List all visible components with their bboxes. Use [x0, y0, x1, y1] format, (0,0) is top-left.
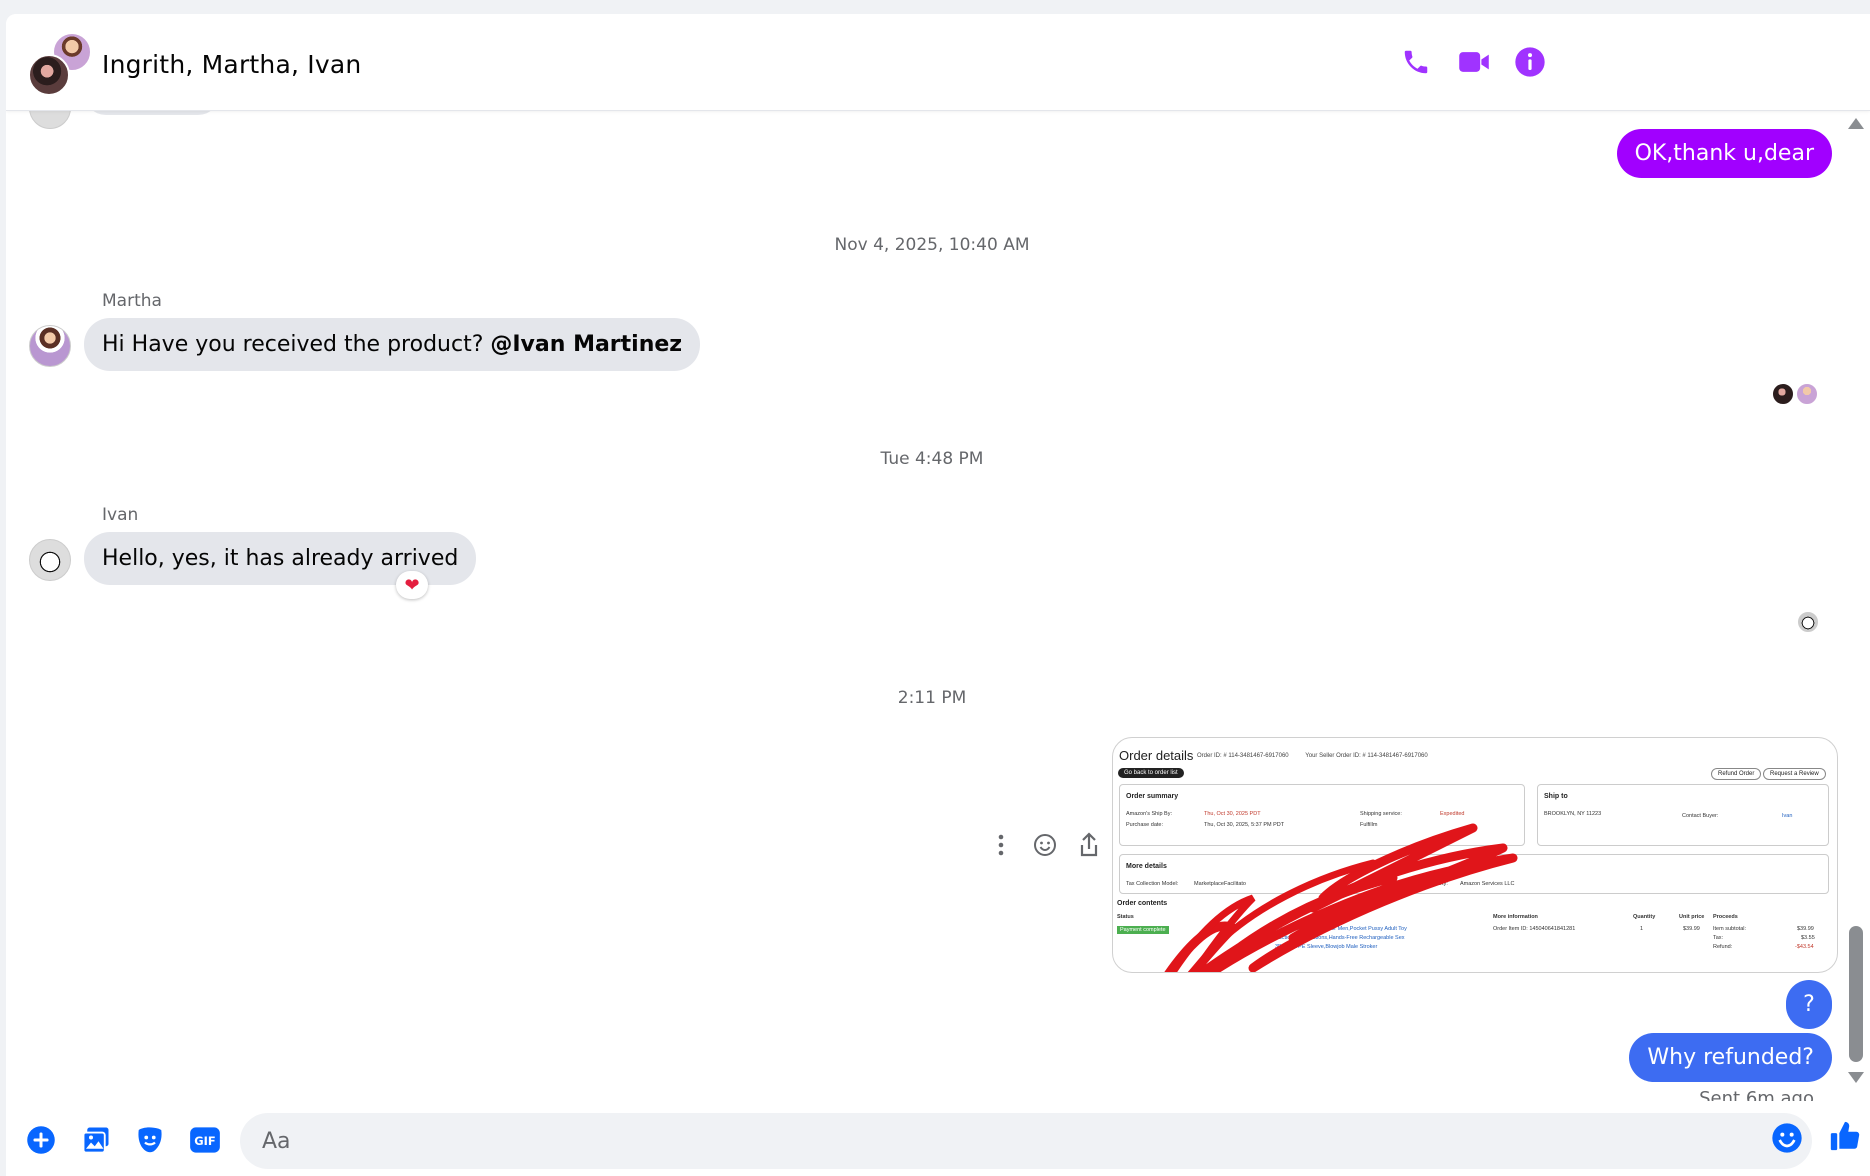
- go-back-button: Go back to order list: [1118, 768, 1184, 778]
- scroll-down-arrow[interactable]: [1848, 1072, 1864, 1083]
- order-details-title: Order details: [1119, 748, 1194, 763]
- sender-name: Ivan: [102, 505, 139, 525]
- svg-text:GIF: GIF: [194, 1134, 215, 1148]
- chat-header: Ingrith, Martha, Ivan: [6, 14, 1870, 111]
- timestamp: 2:11 PM: [897, 688, 967, 708]
- video-camera-icon: [1458, 47, 1490, 81]
- message-bubble-outgoing[interactable]: Why refunded?: [1629, 1033, 1832, 1082]
- sticker-icon: [135, 1125, 165, 1159]
- order-summary-box: Order summary Amazon's Ship By: Thu, Oct…: [1119, 784, 1525, 846]
- emoji-picker-button[interactable]: [1770, 1123, 1804, 1157]
- thumbs-up-icon: [1828, 1119, 1862, 1157]
- message-input[interactable]: [240, 1113, 1812, 1169]
- video-call-button[interactable]: [1454, 44, 1494, 84]
- plus-circle-icon: [26, 1125, 56, 1159]
- conversation-info-button[interactable]: [1510, 44, 1550, 84]
- message-composer: GIF: [6, 1101, 1870, 1176]
- avatar-ingrith: [28, 54, 70, 96]
- avatar-ivan[interactable]: [29, 539, 71, 581]
- timestamp: Nov 4, 2025, 10:40 AM: [834, 235, 1030, 255]
- ship-to-box: Ship to BROOKLYN, NY 11223 Contact Buyer…: [1537, 784, 1829, 846]
- order-contents-heading: Order contents: [1117, 900, 1168, 907]
- gif-icon: GIF: [189, 1126, 221, 1158]
- avatar-martha[interactable]: [29, 325, 71, 367]
- timestamp: Tue 4:48 PM: [880, 449, 984, 469]
- request-review-button: Request a Review: [1763, 768, 1826, 780]
- seen-avatar-ivan: [1797, 611, 1819, 633]
- group-avatar[interactable]: [28, 32, 92, 96]
- refund-order-button: Refund Order: [1711, 768, 1762, 780]
- message-bubble-outgoing[interactable]: OK,thank u,dear: [1616, 129, 1832, 178]
- heart-reaction-icon[interactable]: ❤: [396, 571, 428, 599]
- image-icon: [81, 1125, 111, 1159]
- gif-button[interactable]: GIF: [188, 1125, 222, 1159]
- share-icon[interactable]: [1074, 830, 1104, 860]
- call-button[interactable]: [1396, 44, 1436, 84]
- mention-link[interactable]: @Ivan Martinez: [490, 332, 683, 357]
- red-scribble-annotation: [1164, 823, 1518, 972]
- more-actions-button[interactable]: [24, 1125, 58, 1159]
- chat-title[interactable]: Ingrith, Martha, Ivan: [102, 50, 362, 79]
- phone-icon: [1401, 47, 1431, 81]
- message-list[interactable]: OK,thank u,dear Nov 4, 2025, 10:40 AM Ma…: [6, 71, 1870, 1109]
- order-id: Order ID: # 114-3481467-6917060 Your Sel…: [1197, 753, 1428, 759]
- sender-name: Martha: [102, 291, 162, 311]
- like-button[interactable]: [1828, 1121, 1862, 1155]
- sticker-button[interactable]: [133, 1125, 167, 1159]
- scroll-up-arrow[interactable]: [1848, 118, 1864, 129]
- more-options-icon[interactable]: [986, 830, 1016, 860]
- message-hover-actions: [986, 830, 1104, 860]
- message-bubble-outgoing[interactable]: ?: [1786, 980, 1832, 1029]
- seen-avatar-martha: [1796, 383, 1818, 405]
- message-bubble-incoming[interactable]: Hi Have you received the product? @Ivan …: [84, 318, 701, 371]
- scrollbar-thumb[interactable]: [1849, 926, 1863, 1062]
- attach-photo-button[interactable]: [79, 1125, 113, 1159]
- info-icon: [1514, 46, 1546, 82]
- seen-avatar-ingrith: [1772, 383, 1794, 405]
- react-emoji-icon[interactable]: [1030, 830, 1060, 860]
- image-attachment[interactable]: Order details Order ID: # 114-3481467-69…: [1112, 737, 1838, 973]
- message-text: Hi Have you received the product?: [102, 332, 491, 357]
- emoji-icon: [1771, 1122, 1803, 1158]
- messenger-window: Ingrith, Martha, Ivan OK,thank u,dear No…: [6, 14, 1870, 1176]
